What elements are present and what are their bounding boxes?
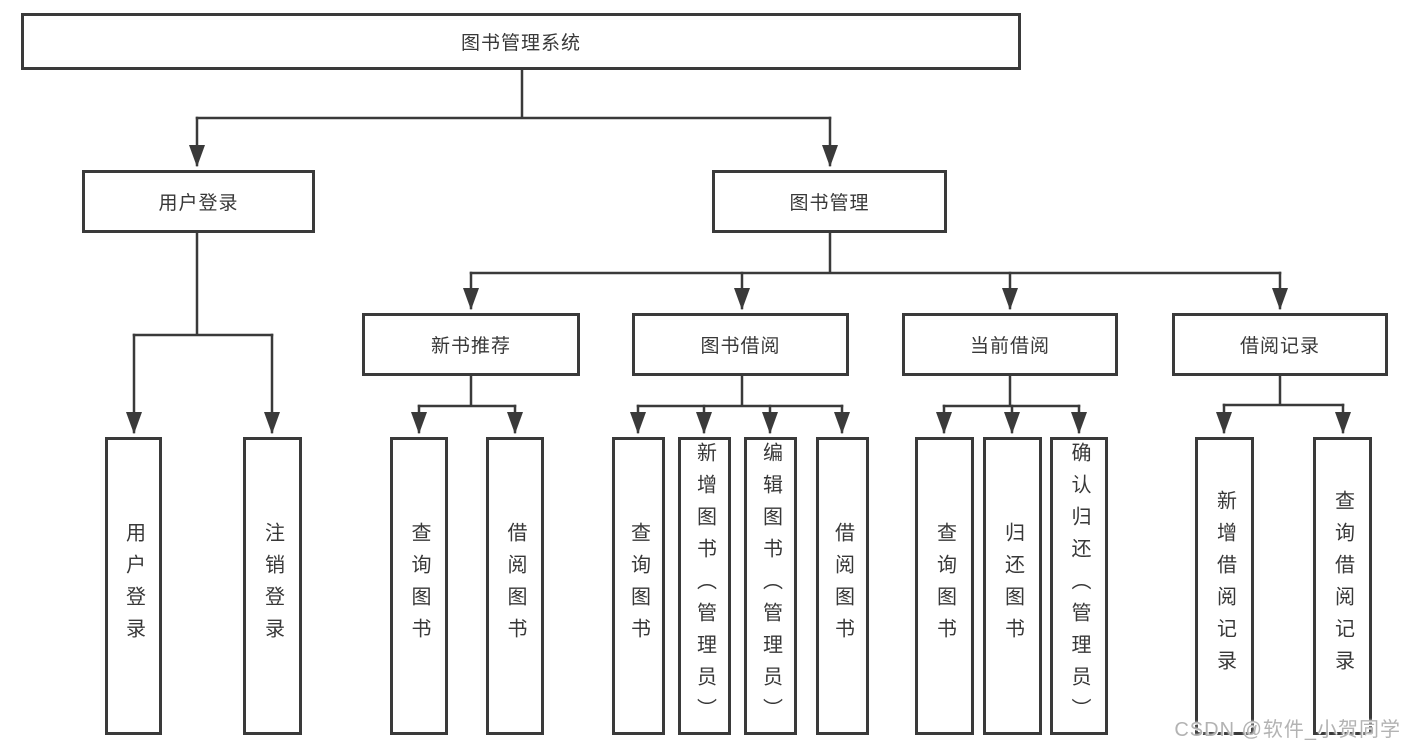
leaf-user-login: 用户登录	[105, 437, 162, 735]
leaf-return-book-label: 归还图书	[1001, 522, 1024, 650]
leaf-query-book-recommend-label: 查询图书	[408, 522, 430, 650]
leaf-new-borrow-record: 新增借阅记录	[1195, 437, 1254, 735]
leaf-new-borrow-record-label: 新增借阅记录	[1213, 490, 1236, 682]
leaf-query-book-borrowing: 查询图书	[612, 437, 665, 735]
rail-borrowing-records	[1222, 374, 1345, 407]
leaf-query-borrow-record: 查询借阅记录	[1313, 437, 1372, 735]
rail-user-login	[132, 231, 274, 337]
leaf-logout: 注销登录	[243, 437, 302, 735]
leaf-borrow-book-recommend: 借阅图书	[486, 437, 544, 735]
leaf-query-borrow-record-label: 查询借阅记录	[1331, 490, 1354, 682]
node-user-login-label: 用户登录	[158, 193, 239, 214]
node-book-management-label: 图书管理	[789, 193, 870, 214]
leaf-add-book-admin-label: 新增图书（管理员）	[693, 442, 716, 730]
leaf-add-book-admin: 新增图书（管理员）	[678, 437, 731, 735]
node-current-borrowing-label: 当前借阅	[969, 336, 1050, 357]
rail-root	[195, 68, 832, 120]
leaf-confirm-return-admin-label: 确认归还（管理员）	[1068, 442, 1090, 730]
leaf-confirm-return-admin: 确认归还（管理员）	[1050, 437, 1108, 735]
rail-current-borrowing	[942, 374, 1081, 408]
leaf-return-book: 归还图书	[983, 437, 1042, 735]
node-book-borrowing-label: 图书借阅	[700, 336, 781, 357]
node-root-label: 图书管理系统	[460, 33, 581, 54]
leaf-borrow-book-borrowing: 借阅图书	[816, 437, 869, 735]
node-borrowing-records: 借阅记录	[1172, 313, 1388, 376]
leaf-query-book-current-label: 查询图书	[933, 522, 956, 650]
node-current-borrowing: 当前借阅	[902, 313, 1118, 376]
leaf-user-login-label: 用户登录	[122, 522, 145, 650]
rail-book-borrowing	[636, 374, 844, 408]
node-new-book-recommend: 新书推荐	[362, 313, 580, 376]
arrowhead-group	[126, 116, 1351, 434]
leaf-borrow-book-recommend-label: 借阅图书	[504, 522, 526, 650]
node-book-management: 图书管理	[712, 170, 947, 233]
leaf-borrow-book-borrowing-label: 借阅图书	[831, 522, 854, 650]
node-borrowing-records-label: 借阅记录	[1239, 336, 1320, 357]
rail-book-management	[469, 231, 1282, 275]
leaf-query-book-recommend: 查询图书	[390, 437, 448, 735]
csdn-watermark: CSDN @软件_小贺同学	[1174, 719, 1401, 741]
leaf-edit-book-admin: 编辑图书（管理员）	[744, 437, 797, 735]
node-user-login: 用户登录	[82, 170, 315, 233]
rail-new-book-recommend	[417, 374, 517, 408]
node-book-borrowing: 图书借阅	[632, 313, 849, 376]
node-new-book-recommend-label: 新书推荐	[430, 336, 511, 357]
leaf-edit-book-admin-label: 编辑图书（管理员）	[759, 442, 782, 730]
leaf-query-book-current: 查询图书	[915, 437, 974, 735]
leaf-query-book-borrowing-label: 查询图书	[627, 522, 650, 650]
node-root: 图书管理系统	[21, 13, 1021, 70]
leaf-logout-label: 注销登录	[261, 522, 284, 650]
